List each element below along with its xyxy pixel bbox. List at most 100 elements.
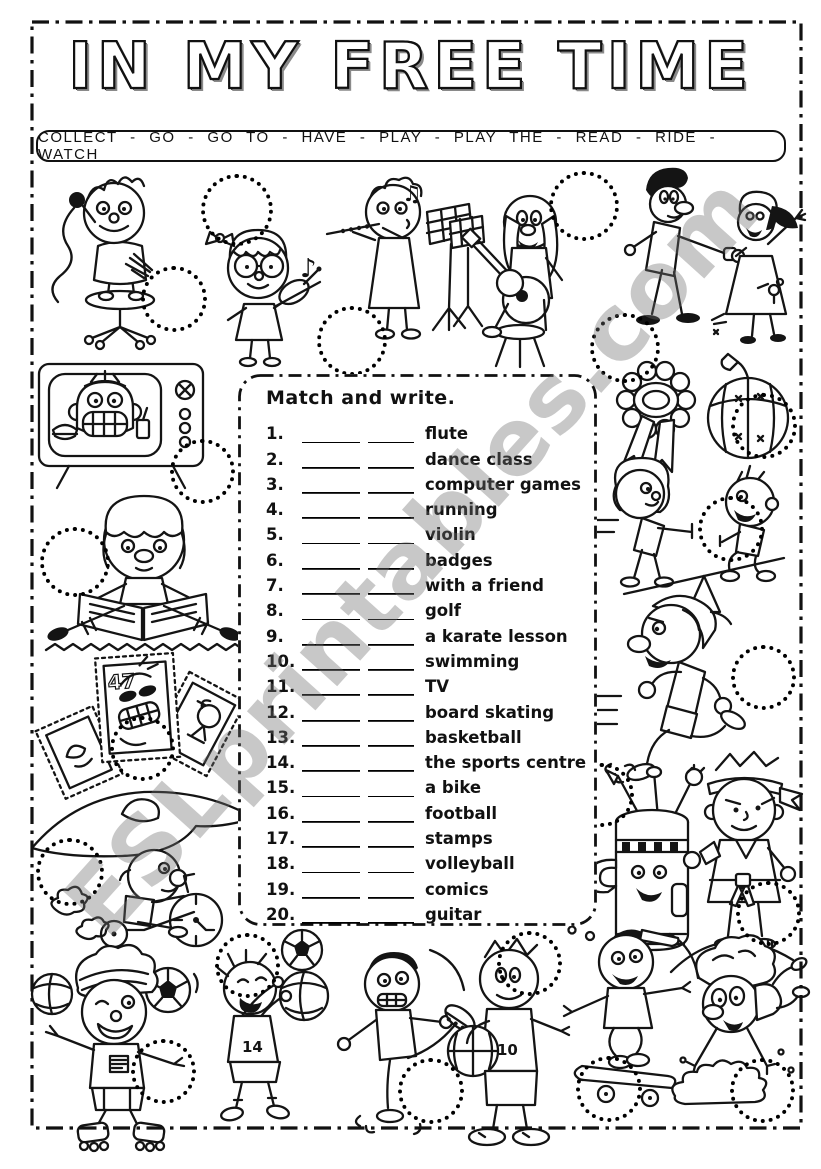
answer-circle[interactable]	[549, 171, 619, 241]
item-phrase: flute	[425, 424, 469, 444]
item-number: 7.	[266, 576, 284, 596]
jersey-number: 14	[242, 1038, 263, 1056]
answer-blank[interactable]	[302, 854, 414, 874]
answer-blank[interactable]	[302, 702, 414, 722]
music-note-icon: ♫	[402, 182, 422, 207]
answer-circle[interactable]	[215, 933, 280, 998]
item-number: 10.	[266, 651, 296, 671]
answer-circle[interactable]	[170, 439, 235, 504]
item-number: 12.	[266, 702, 296, 722]
item-number: 5.	[266, 525, 284, 545]
match-and-write-box: Match and write. 1. flute 2. dance class…	[238, 374, 597, 926]
item-number: 15.	[266, 778, 296, 798]
soccer-ball-icon	[280, 928, 324, 972]
item-phrase: a bike	[425, 778, 482, 798]
answer-circle[interactable]	[731, 645, 796, 710]
answer-blank[interactable]	[302, 879, 414, 899]
rollerblade-girl-illustration	[22, 932, 224, 1158]
word-bank: COLLECT - GO - GO TO - HAVE - PLAY - PLA…	[36, 129, 786, 163]
match-item-row: 13. basketball	[266, 722, 587, 747]
match-item-row: 10. swimming	[266, 646, 587, 671]
answer-blank[interactable]	[302, 803, 414, 823]
match-item-row: 14. the sports centre	[266, 747, 587, 773]
item-number: 2.	[266, 449, 284, 469]
item-phrase: guitar	[425, 904, 482, 924]
match-item-row: 19. comics	[266, 873, 587, 899]
item-phrase: running	[425, 500, 498, 520]
item-number: 17.	[266, 829, 296, 849]
match-item-row: 12. board skating	[266, 696, 587, 722]
answer-blank[interactable]	[302, 525, 414, 545]
item-phrase: computer games	[425, 474, 581, 494]
item-phrase: golf	[425, 601, 461, 621]
answer-circle[interactable]	[40, 527, 110, 597]
answer-circle[interactable]	[398, 1058, 464, 1124]
match-item-row: 2. dance class	[266, 443, 587, 469]
match-item-row: 3. computer games	[266, 469, 587, 494]
answer-circle[interactable]	[131, 1039, 196, 1104]
answer-circle[interactable]	[730, 1058, 795, 1123]
answer-circle[interactable]	[201, 174, 273, 246]
match-list: 1. flute 2. dance class 3. computer game…	[266, 418, 587, 924]
item-phrase: a karate lesson	[425, 626, 568, 646]
item-phrase: board skating	[425, 702, 555, 722]
answer-circle[interactable]	[736, 881, 801, 946]
volleyball-icon	[30, 972, 74, 1016]
answer-blank[interactable]	[302, 626, 414, 646]
music-note-icon: ♪	[300, 254, 317, 284]
match-item-row: 5. violin	[266, 519, 587, 545]
match-item-row: 9. a karate lesson	[266, 620, 587, 646]
match-item-row: 4. running	[266, 494, 587, 520]
answer-circle[interactable]	[731, 393, 797, 459]
answer-blank[interactable]	[302, 500, 414, 520]
match-item-row: 16. football	[266, 797, 587, 823]
answer-circle[interactable]	[590, 313, 660, 383]
answer-circle[interactable]	[497, 931, 562, 996]
match-item-row: 18. volleyball	[266, 848, 587, 874]
answer-blank[interactable]	[302, 424, 414, 444]
answer-circle[interactable]	[317, 306, 387, 376]
item-number: 19.	[266, 879, 296, 899]
item-number: 16.	[266, 803, 296, 823]
answer-circle[interactable]	[110, 716, 175, 781]
item-phrase: the sports centre	[425, 753, 587, 773]
item-number: 20.	[266, 904, 296, 924]
stamp-number: 47	[107, 669, 136, 695]
match-item-row: 7. with a friend	[266, 570, 587, 596]
word-bank-text: COLLECT - GO - GO TO - HAVE - PLAY - PLA…	[38, 129, 717, 163]
match-item-row: 6. badges	[266, 544, 587, 570]
answer-blank[interactable]	[302, 904, 414, 924]
answer-blank[interactable]	[302, 727, 414, 747]
exercise-heading: Match and write.	[266, 387, 456, 409]
jersey-number: 10	[497, 1041, 518, 1059]
item-number: 11.	[266, 677, 296, 697]
item-number: 18.	[266, 854, 296, 874]
item-phrase: TV	[425, 677, 450, 697]
item-number: 9.	[266, 626, 284, 646]
item-number: 4.	[266, 500, 284, 520]
answer-blank[interactable]	[302, 550, 414, 570]
item-number: 8.	[266, 601, 284, 621]
item-phrase: dance class	[425, 449, 533, 469]
answer-blank[interactable]	[302, 576, 414, 596]
rollerblade-icon	[76, 1121, 166, 1153]
answer-blank[interactable]	[302, 753, 414, 773]
answer-blank[interactable]	[302, 449, 414, 469]
answer-blank[interactable]	[302, 474, 414, 494]
answer-circle[interactable]	[698, 496, 764, 562]
item-phrase: volleyball	[425, 854, 515, 874]
answer-blank[interactable]	[302, 778, 414, 798]
answer-blank[interactable]	[302, 829, 414, 849]
item-phrase: basketball	[425, 727, 522, 747]
answer-blank[interactable]	[302, 651, 414, 671]
page-title: IN MY FREE TIME	[67, 29, 753, 105]
answer-circle[interactable]	[141, 266, 207, 332]
match-item-row: 1. flute	[266, 418, 587, 444]
answer-circle[interactable]	[576, 1056, 642, 1122]
answer-blank[interactable]	[302, 677, 414, 697]
answer-blank[interactable]	[302, 601, 414, 621]
answer-circle[interactable]	[36, 838, 104, 906]
match-item-row: 8. golf	[266, 595, 587, 621]
item-number: 1.	[266, 424, 284, 444]
